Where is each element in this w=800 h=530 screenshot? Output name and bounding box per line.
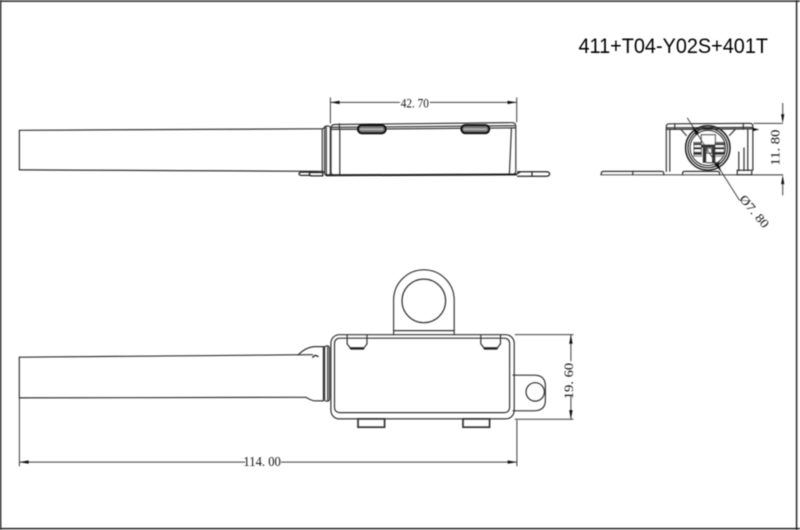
svg-text:114. 00: 114. 00 [243,454,281,469]
svg-text:42. 70: 42. 70 [401,97,429,111]
svg-text:Ø7. 80: Ø7. 80 [737,192,772,230]
svg-text:19. 60: 19. 60 [562,363,576,400]
svg-text:11. 80: 11. 80 [768,130,782,166]
svg-text:411+T04-Y02S+401T: 411+T04-Y02S+401T [579,34,769,58]
